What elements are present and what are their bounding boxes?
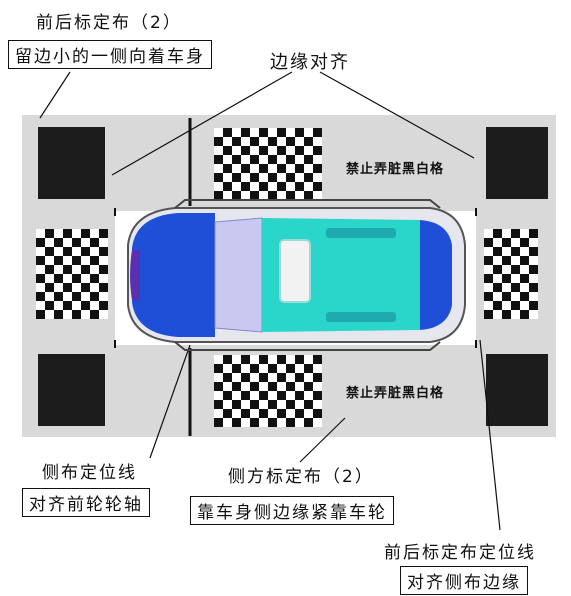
checkerboard-bottom	[214, 355, 322, 427]
front-rear-line-title: 前后标定布定位线	[384, 543, 536, 563]
pointer-edge-align-right	[319, 71, 475, 159]
pointer-side-cloth	[299, 417, 346, 463]
checkerboard-right	[484, 229, 538, 319]
black-square-top-right	[486, 127, 548, 199]
side-cloth-note: 靠车身侧边缘紧靠车轮	[190, 496, 394, 525]
black-square-bottom-right	[486, 354, 548, 426]
pointer-side-line	[149, 344, 191, 459]
checkerboard-left	[36, 229, 108, 319]
side-cloth-title: 侧方标定布（2）	[228, 467, 374, 487]
front-rear-cloth-title: 前后标定布（2）	[36, 13, 182, 33]
front-rear-line-note: 对齐侧布边缘	[400, 566, 528, 595]
no-dirty-warning-top: 禁止弄脏黑白格	[346, 162, 445, 177]
edge-align-label: 边缘对齐	[270, 52, 350, 73]
pointer-front-rear-cloth	[39, 71, 71, 119]
black-square-top-left	[38, 127, 105, 199]
pointer-front-rear-line	[479, 339, 501, 531]
car-top-view	[127, 199, 466, 351]
side-line-note: 对齐前轮轮轴	[22, 488, 150, 517]
front-rear-cloth-note: 留边小的一侧向着车身	[8, 40, 212, 69]
black-square-bottom-left	[38, 354, 105, 426]
no-dirty-warning-bottom: 禁止弄脏黑白格	[346, 386, 445, 401]
checkerboard-top	[214, 128, 322, 200]
pointer-edge-align-left	[111, 71, 293, 176]
side-line-title: 侧布定位线	[42, 463, 137, 483]
